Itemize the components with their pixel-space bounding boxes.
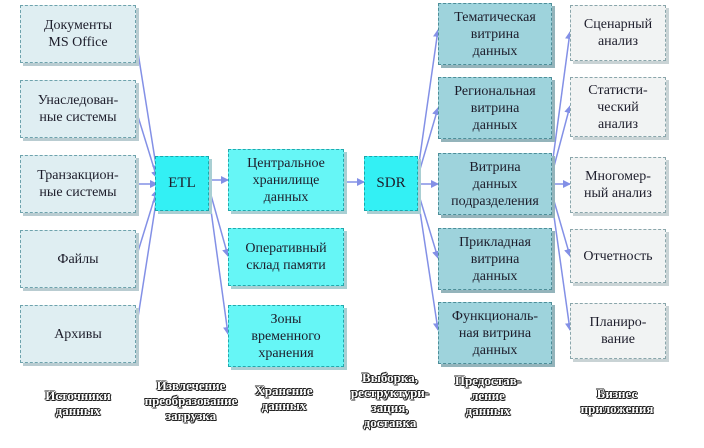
app-planning: Планиро- вание xyxy=(570,303,666,359)
arrow-etl-staging xyxy=(208,195,232,335)
sdr-node: SDR xyxy=(364,156,418,211)
app-scenario-analysis: Сценарный анализ xyxy=(570,5,666,61)
arrow-mart-app-4 xyxy=(551,193,572,257)
arrow-mart-app-1 xyxy=(551,31,574,167)
arrow-sdr-mart-2 xyxy=(417,107,440,177)
source-transactional-systems: Транзакцион- ные системы xyxy=(20,155,136,213)
etl-node: ETL xyxy=(155,156,209,211)
arrow-source-4-etl xyxy=(135,189,159,259)
caption-data-provision: Предостав- ление данных xyxy=(454,373,522,418)
mart-thematic: Тематическая витрина данных xyxy=(438,3,552,65)
caption-data-sources: Источники данных xyxy=(45,388,111,418)
storage-operational-store: Оперативный склад памяти xyxy=(228,228,344,286)
mart-department: Витрина данных подразделения xyxy=(438,153,552,215)
arrow-mart-app-5 xyxy=(551,201,573,331)
app-reporting: Отчетность xyxy=(570,229,666,283)
caption-data-storage: Хранение данных xyxy=(255,383,313,413)
arrow-source-2-etl xyxy=(135,109,159,179)
app-statistical-analysis: Статисти- ческий анализ xyxy=(570,77,666,137)
mart-regional: Региональная витрина данных xyxy=(438,77,552,139)
source-legacy-systems: Унаследован- ные системы xyxy=(20,80,136,138)
arrow-sdr-mart-1 xyxy=(417,29,441,171)
source-files: Файлы xyxy=(20,230,136,288)
source-ms-office: Документы MS Office xyxy=(20,5,136,63)
caption-etl: Извлечение преобразование загрузка xyxy=(144,378,238,423)
app-multidimensional-analysis: Многомер- ный анализ xyxy=(570,157,666,213)
arrow-sdr-mart-5 xyxy=(417,197,441,331)
arrow-etl-operational xyxy=(208,187,230,257)
mart-functional: Функциональ- ная витрина данных xyxy=(438,302,552,364)
source-archives: Архивы xyxy=(20,305,136,363)
arrow-mart-app-2 xyxy=(551,105,573,175)
caption-delivery: Выборка, реструктури- зация, доставка xyxy=(350,370,430,430)
mart-applied: Прикладная витрина данных xyxy=(438,228,552,290)
caption-business-apps: Бизнес приложения xyxy=(580,386,654,416)
arrow-sdr-mart-4 xyxy=(417,191,440,259)
storage-staging-zones: Зоны временного хранения xyxy=(228,305,344,367)
arrow-source-5-etl xyxy=(135,195,160,331)
storage-central-warehouse: Центральное хранилище данных xyxy=(228,149,344,211)
arrow-source-1-etl xyxy=(135,39,160,173)
